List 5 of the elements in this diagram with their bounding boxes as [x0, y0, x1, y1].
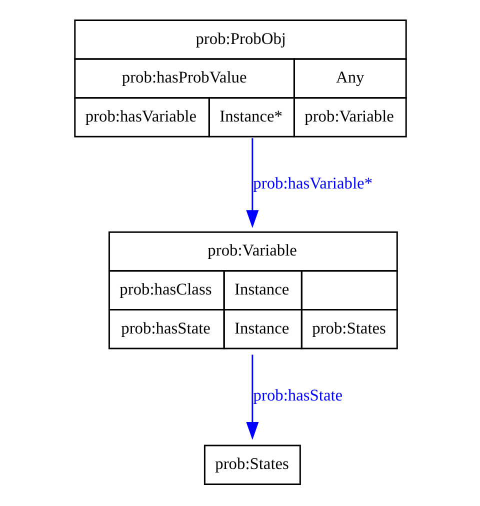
node-box: prob:States — [203, 444, 300, 485]
edge-label: prob:hasVariable* — [252, 174, 372, 193]
arrow — [246, 354, 258, 440]
edge-label: prob:hasState — [252, 385, 342, 404]
arrow — [246, 138, 258, 228]
